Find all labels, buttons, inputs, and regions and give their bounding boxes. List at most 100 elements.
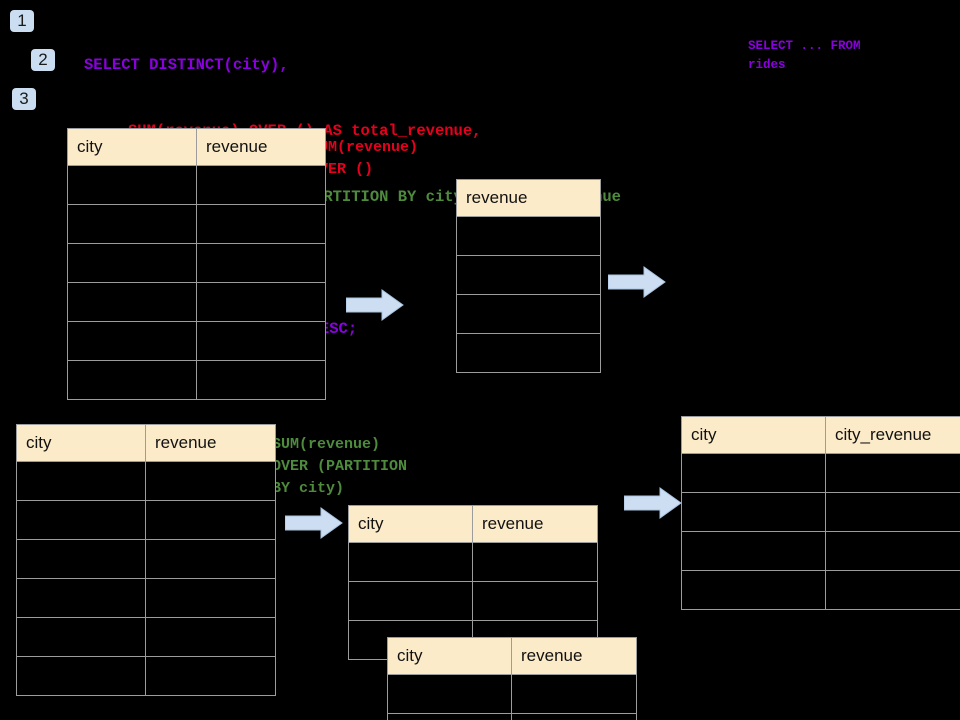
table-row xyxy=(16,578,276,618)
annotation-sum-over-partition: SUM(revenue) OVER (PARTITION BY city) xyxy=(272,436,408,497)
table-total-revenue: revenue xyxy=(456,179,601,373)
table-cell xyxy=(145,461,276,501)
column-header-city: city xyxy=(16,424,146,462)
table-cell xyxy=(196,165,326,205)
table-cell xyxy=(145,617,276,657)
table-header-row: city revenue xyxy=(348,505,598,543)
table-cell xyxy=(456,333,601,373)
table-cell xyxy=(348,581,473,621)
table-row xyxy=(456,216,601,256)
table-row xyxy=(456,255,601,295)
table-cell xyxy=(196,360,326,400)
table-row xyxy=(16,656,276,696)
table-cell xyxy=(456,294,601,334)
table-row xyxy=(16,539,276,579)
table-row xyxy=(348,581,598,621)
column-header-revenue: revenue xyxy=(472,505,598,543)
table-cell xyxy=(16,539,146,579)
arrow-partition-to-result-icon xyxy=(624,487,682,519)
column-header-city: city xyxy=(681,416,826,454)
table-header-row: city revenue xyxy=(67,128,326,166)
table-cell xyxy=(145,578,276,618)
table-row xyxy=(67,204,326,244)
table-partition-back: city revenue xyxy=(348,505,598,660)
table-cell xyxy=(511,674,637,714)
table-row xyxy=(681,492,960,532)
table-partition-front: city revenue xyxy=(387,637,637,720)
column-header-city-revenue: city_revenue xyxy=(825,416,960,454)
table-cell xyxy=(145,500,276,540)
table-cell xyxy=(825,531,960,571)
table-row xyxy=(681,453,960,493)
table-cell xyxy=(196,204,326,244)
table-row xyxy=(387,674,637,714)
table-header-row: city revenue xyxy=(16,424,276,462)
step-badge-3: 3 xyxy=(12,88,36,110)
table-cell xyxy=(681,531,826,571)
table-cell xyxy=(196,282,326,322)
table-cell xyxy=(67,243,197,283)
table-cell xyxy=(196,321,326,361)
table-source-top: city revenue xyxy=(67,128,326,400)
table-row xyxy=(348,542,598,582)
step-badge-1: 1 xyxy=(10,10,34,32)
table-row xyxy=(681,531,960,571)
table-row xyxy=(16,617,276,657)
table-header-row: city city_revenue xyxy=(681,416,960,454)
table-cell xyxy=(456,255,601,295)
table-cell xyxy=(145,656,276,696)
table-cell xyxy=(387,713,512,720)
table-header-row: city revenue xyxy=(387,637,637,675)
table-cell xyxy=(67,204,197,244)
table-row xyxy=(67,165,326,205)
sql-line-select: SELECT DISTINCT(city), xyxy=(84,56,289,74)
table-cell xyxy=(67,360,197,400)
table-cell xyxy=(825,492,960,532)
column-header-revenue: revenue xyxy=(511,637,637,675)
table-cell xyxy=(348,542,473,582)
table-cell xyxy=(825,453,960,493)
table-cell xyxy=(456,216,601,256)
table-cell xyxy=(472,542,598,582)
table-row xyxy=(67,243,326,283)
table-cell xyxy=(16,617,146,657)
table-row xyxy=(456,294,601,334)
arrow-source-to-partition-icon xyxy=(285,507,343,539)
table-cell xyxy=(681,453,826,493)
table-cell xyxy=(16,578,146,618)
table-cell xyxy=(67,165,197,205)
column-header-revenue: revenue xyxy=(456,179,601,217)
table-cell xyxy=(196,243,326,283)
annotation-select-from-rides: SELECT ... FROM rides xyxy=(748,39,861,72)
step-badge-2: 2 xyxy=(31,49,55,71)
table-cell xyxy=(67,282,197,322)
table-cell xyxy=(67,321,197,361)
table-header-row: revenue xyxy=(456,179,601,217)
table-cell xyxy=(511,713,637,720)
table-row xyxy=(681,570,960,610)
column-header-city: city xyxy=(67,128,197,166)
table-cell xyxy=(681,492,826,532)
table-row xyxy=(67,360,326,400)
table-cell xyxy=(145,539,276,579)
table-source-bottom: city revenue xyxy=(16,424,276,696)
column-header-revenue: revenue xyxy=(145,424,276,462)
table-row xyxy=(16,461,276,501)
table-row xyxy=(16,500,276,540)
table-cell xyxy=(16,656,146,696)
table-row xyxy=(456,333,601,373)
table-cell xyxy=(681,570,826,610)
table-row xyxy=(387,713,637,720)
table-cell xyxy=(16,461,146,501)
column-header-city: city xyxy=(348,505,473,543)
arrow-total-to-result-icon xyxy=(608,266,666,298)
table-cell xyxy=(387,674,512,714)
column-header-revenue: revenue xyxy=(196,128,326,166)
column-header-city: city xyxy=(387,637,512,675)
table-cell xyxy=(825,570,960,610)
table-row xyxy=(67,321,326,361)
table-result: city city_revenue xyxy=(681,416,960,610)
table-cell xyxy=(472,581,598,621)
arrow-source-to-total-icon xyxy=(346,289,404,321)
